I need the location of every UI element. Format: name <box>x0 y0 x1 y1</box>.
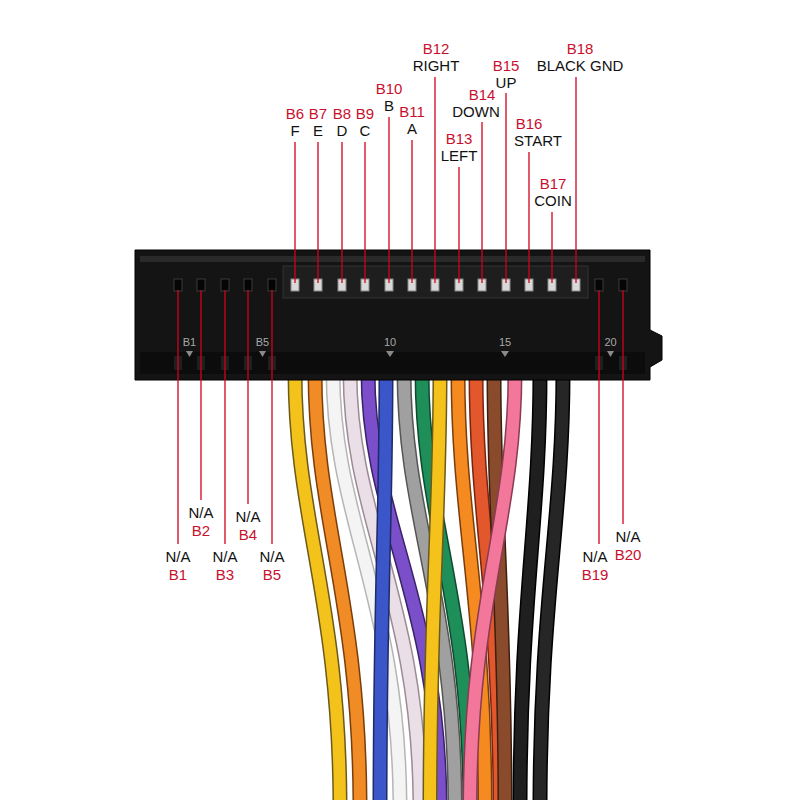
pin-number: B1 <box>169 566 187 583</box>
signal-name: N/A <box>582 548 607 565</box>
pin-number: B15 <box>493 57 520 74</box>
pin-number: B20 <box>615 546 642 563</box>
signal-name: N/A <box>259 548 284 565</box>
signal-name: B <box>384 97 394 114</box>
signal-name: N/A <box>188 504 213 521</box>
pin-number: B2 <box>192 522 210 539</box>
signal-name: F <box>290 122 299 139</box>
signal-name: N/A <box>165 548 190 565</box>
pin-number: B17 <box>540 175 567 192</box>
pin-contacts <box>174 279 627 291</box>
pin-number: B10 <box>376 80 403 97</box>
pin-number: B5 <box>263 566 281 583</box>
signal-name: UP <box>496 74 517 91</box>
signal-name: C <box>360 122 371 139</box>
pin-number: B19 <box>582 566 609 583</box>
pin-number: B7 <box>309 105 327 122</box>
signal-name: LEFT <box>441 147 478 164</box>
pin-number: B8 <box>333 105 351 122</box>
pin-number: B16 <box>516 115 543 132</box>
signal-name: RIGHT <box>413 57 460 74</box>
signal-name: E <box>313 122 323 139</box>
pin-number: B11 <box>399 103 425 120</box>
pin-number: B18 <box>567 40 594 57</box>
housing-number: 20 <box>604 336 616 349</box>
pin-number: B3 <box>216 566 234 583</box>
pin-number: B6 <box>286 105 304 122</box>
connector-housing <box>135 250 662 380</box>
pin-number: B12 <box>423 40 450 57</box>
pin-number: B9 <box>356 105 374 122</box>
housing-number: 15 <box>499 336 511 349</box>
signal-name: DOWN <box>452 103 500 120</box>
signal-name: N/A <box>235 508 260 525</box>
signal-name: A <box>407 120 417 137</box>
pin-number: B4 <box>239 526 257 543</box>
pin-number: B14 <box>469 86 496 103</box>
housing-number: B1 <box>183 336 196 349</box>
pin-number: B13 <box>446 130 473 147</box>
signal-name: BLACK GND <box>537 57 624 74</box>
signal-name: D <box>337 122 348 139</box>
signal-name: START <box>514 132 562 149</box>
signal-name: COIN <box>534 192 572 209</box>
signal-name: N/A <box>615 528 640 545</box>
housing-number: 10 <box>384 336 396 349</box>
leader-lines <box>178 77 623 544</box>
signal-name: N/A <box>212 548 237 565</box>
wire-bundle <box>295 372 563 800</box>
housing-number: B5 <box>256 336 269 349</box>
